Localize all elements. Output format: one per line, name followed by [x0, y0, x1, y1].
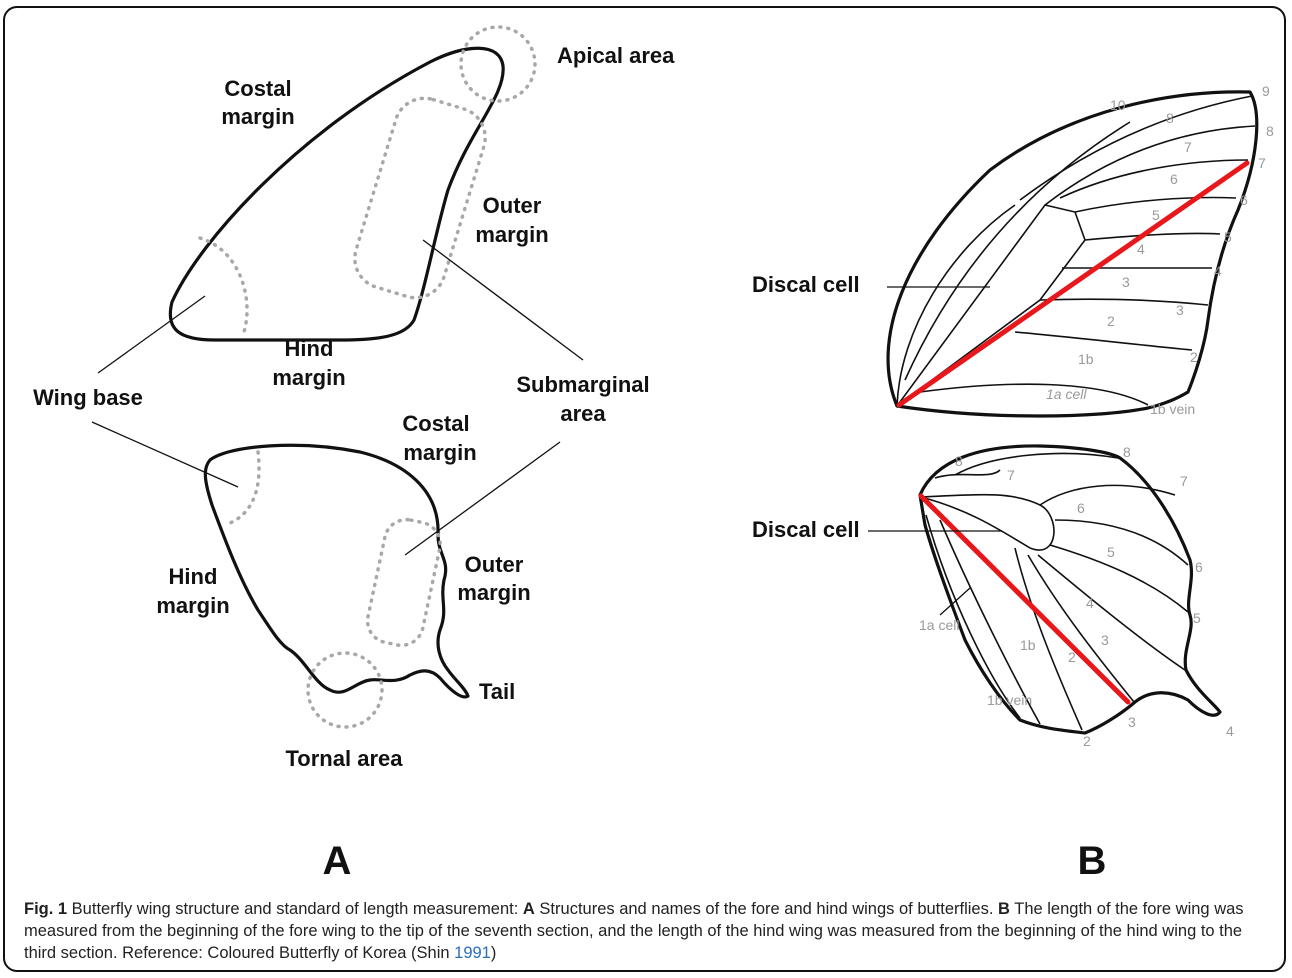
- cell-num-7: 7: [1184, 139, 1192, 155]
- caption-text-4: ): [491, 944, 497, 962]
- leader-wing-base-fore: [98, 296, 205, 373]
- hind-cell-num-8: 8: [955, 453, 963, 469]
- cell-num-10: 10: [1110, 97, 1126, 113]
- hind-cell-num-3: 3: [1101, 632, 1109, 648]
- wing-base-outline-hind: [225, 452, 259, 525]
- hind-cell-num-1b: 1b: [1020, 637, 1036, 653]
- cell-1a-label-fore: 1a cell: [1046, 386, 1087, 402]
- vein-1b: [920, 384, 1148, 405]
- outer-margin-label-2: margin: [475, 222, 548, 247]
- costal-margin-label-2: margin: [221, 104, 294, 129]
- leader-wing-base-hind: [92, 422, 238, 487]
- hindwing-outline-b: [920, 446, 1220, 733]
- hind-vein-num-2: 2: [1083, 733, 1091, 749]
- vein-10: [905, 122, 1130, 380]
- hind-outer-margin-label-2: margin: [457, 580, 530, 605]
- hind-hind-margin-label-2: margin: [156, 593, 229, 618]
- hind-cell-num-7: 7: [1007, 467, 1015, 483]
- caption-text-1: Butterfly wing structure and standard of…: [67, 900, 523, 918]
- cell-num-1b: 1b: [1078, 351, 1094, 367]
- hind-hind-margin-label: Hind: [169, 564, 218, 589]
- hind-margin-label: Hind: [285, 336, 334, 361]
- caption-text-2: Structures and names of the fore and hin…: [535, 900, 998, 918]
- vein-num-5: 5: [1224, 229, 1232, 245]
- cell-num-3: 3: [1122, 274, 1130, 290]
- panel-a-letter: A: [323, 839, 352, 883]
- discal-cell-label-hind: Discal cell: [752, 517, 860, 542]
- panel-a-hindwing: Costal margin Hind margin Outer margin T…: [92, 411, 560, 771]
- hind-vein-num-7: 7: [1180, 473, 1188, 489]
- panel-b-letter: B: [1078, 839, 1107, 883]
- hind-vein-6: [1055, 520, 1188, 565]
- hind-outer-margin-label: Outer: [465, 552, 524, 577]
- caption-panel-b-ref: B: [998, 900, 1010, 918]
- hindwing-outline-a: [205, 445, 468, 697]
- hind-vein-5: [1050, 545, 1188, 612]
- cell-num-5: 5: [1152, 207, 1160, 223]
- panel-b-forewing: Discal cell 9 8 7 6 5 4 3 2 10 8 7 6 5 4…: [752, 83, 1274, 417]
- vein-2: [1015, 332, 1192, 350]
- hind-vein-num-8: 8: [1123, 444, 1131, 460]
- vein-num-9: 9: [1262, 83, 1270, 99]
- vein-num-2: 2: [1190, 349, 1198, 365]
- hind-vein-num-4: 4: [1226, 723, 1234, 739]
- vein-num-4: 4: [1214, 263, 1222, 279]
- caption-panel-a-ref: A: [523, 900, 535, 918]
- cell-num-4: 4: [1137, 241, 1145, 257]
- hind-vein-num-3: 3: [1128, 714, 1136, 730]
- hind-cell-num-4: 4: [1086, 595, 1094, 611]
- panel-a-forewing: Costal margin Apical area Outer margin H…: [33, 27, 675, 426]
- cell-num-6: 6: [1170, 171, 1178, 187]
- hind-costal-margin-label-2: margin: [403, 440, 476, 465]
- cell-num-2: 2: [1107, 313, 1115, 329]
- wing-base-label: Wing base: [33, 385, 143, 410]
- hind-cell-1a-label: 1a cell: [919, 617, 959, 633]
- vein-5: [1085, 233, 1220, 240]
- forewing-outline-a: [170, 48, 503, 340]
- apical-area-label: Apical area: [557, 43, 675, 68]
- hind-vein-4: [1038, 555, 1188, 672]
- figure-caption: Fig. 1 Butterfly wing structure and stan…: [24, 898, 1274, 964]
- costal-margin-label: Costal: [224, 76, 291, 101]
- forewing-measurement-line: [899, 163, 1247, 405]
- cell-num-8: 8: [1166, 110, 1174, 126]
- wing-base-outline-a: [200, 238, 247, 335]
- vein-num-6: 6: [1240, 192, 1248, 208]
- vein-num-8: 8: [1266, 123, 1274, 139]
- hind-cell-num-5: 5: [1107, 544, 1115, 560]
- submarginal-area-label-2: area: [560, 401, 606, 426]
- tail-label: Tail: [479, 679, 515, 704]
- hind-costal-margin-label: Costal: [402, 411, 469, 436]
- panel-b-hindwing: Discal cell 8 7 6 5 4 3 2 8 7 6 5 4 3 2 …: [752, 444, 1234, 749]
- tornal-area-label: Tornal area: [286, 746, 404, 771]
- hind-vein-1b-label: 1b vein: [987, 692, 1032, 708]
- forewing-discal-cell: [897, 205, 1085, 406]
- submarginal-area-outline: [347, 91, 492, 305]
- hind-vein-8: [955, 453, 1118, 475]
- hindwing-measurement-line: [921, 496, 1128, 702]
- vein-num-3: 3: [1176, 302, 1184, 318]
- forewing-outline-b: [888, 92, 1257, 416]
- hind-vein-3: [1028, 555, 1134, 702]
- hind-cell-num-6: 6: [1077, 500, 1085, 516]
- submarginal-area-label: Submarginal: [516, 372, 649, 397]
- outer-margin-label: Outer: [483, 193, 542, 218]
- caption-reference-link[interactable]: 1991: [454, 944, 491, 962]
- vein-1b-label-fore: 1b vein: [1150, 401, 1195, 417]
- hind-vein-num-6: 6: [1195, 559, 1203, 575]
- discal-cell-label-fore: Discal cell: [752, 272, 860, 297]
- hind-margin-label-2: margin: [272, 365, 345, 390]
- vein-8: [1045, 126, 1255, 205]
- caption-fig-label: Fig. 1: [24, 900, 67, 918]
- hind-vein-humeral: [935, 470, 1000, 478]
- vein-num-7: 7: [1258, 155, 1266, 171]
- hind-cell-num-2: 2: [1068, 649, 1076, 665]
- leader-submarginal-fore: [423, 240, 583, 360]
- hind-vein-num-5: 5: [1193, 610, 1201, 626]
